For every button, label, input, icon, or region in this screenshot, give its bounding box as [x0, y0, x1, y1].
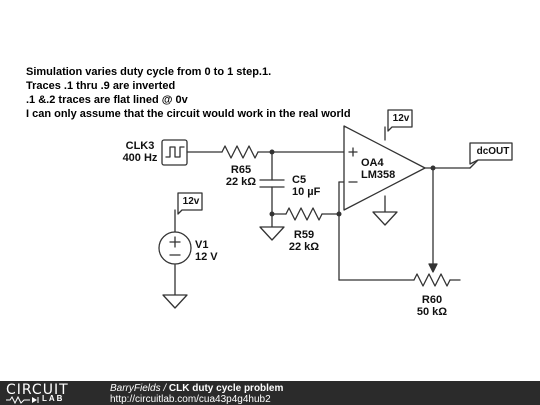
description-line-1: Simulation varies duty cycle from 0 to 1… [26, 66, 272, 78]
junction-dots [269, 149, 436, 217]
r59-value: 22 kΩ [288, 241, 320, 253]
c5-capacitor-symbol [259, 179, 285, 188]
description-line-4: I can only assume that the circuit would… [26, 108, 351, 120]
footer-title-line: BarryFields / CLK duty cycle problem [110, 383, 283, 394]
opamp-part: LM358 [361, 169, 396, 181]
r60-wiper-arrow [428, 263, 438, 273]
circuitlab-logo[interactable]: CIRCUIT LAB [6, 382, 96, 404]
ground-c5-symbol [259, 226, 285, 241]
r60-potentiometer-symbol [413, 273, 451, 287]
description-line-3: .1 &.2 traces are flat lined @ 0v [26, 94, 188, 106]
logo-text-circuit: CIRCUIT [6, 382, 69, 398]
clk3-name: CLK3 [125, 140, 155, 152]
r60-name: R60 [421, 294, 443, 306]
r65-label: R65 22 kΩ [216, 164, 266, 188]
net-12v-opamp-flag [387, 109, 413, 132]
wires [174, 126, 479, 296]
footer-author[interactable]: BarryFields [110, 383, 161, 394]
net-12v-v1-text: 12v [182, 196, 200, 207]
clk3-label: CLK3 400 Hz [118, 140, 162, 164]
footer-title: CLK duty cycle problem [168, 383, 284, 394]
v1-voltage-source-symbol [158, 231, 192, 265]
footer-bar: CIRCUIT LAB BarryFields / CLK duty cycle… [0, 381, 540, 405]
v1-label: V1 12 V [195, 239, 218, 263]
logo-waveform-icon [6, 396, 39, 404]
v1-name: V1 [195, 239, 209, 251]
ground-v1-symbol [162, 294, 188, 309]
r65-name: R65 [230, 164, 252, 176]
r59-label: R59 22 kΩ [282, 229, 326, 253]
description-line-2: Traces .1 thru .9 are inverted [26, 80, 176, 92]
r59-name: R59 [293, 229, 315, 241]
net-dcout-flag [469, 142, 513, 165]
opamp-symbol [343, 125, 426, 211]
footer-url-link[interactable]: http://circuitlab.com/cua43p4g4hub2 [110, 394, 271, 405]
schematic-canvas [158, 109, 513, 309]
net-12v-v1-flag [177, 192, 203, 215]
net-dcout-text: dcOUT [476, 146, 510, 157]
opamp-name: OA4 [361, 157, 384, 169]
r60-value: 50 kΩ [416, 306, 448, 318]
footer-separator: / [160, 383, 169, 394]
ground-opamp-symbol [372, 211, 398, 226]
r59-resistor-symbol [285, 207, 323, 221]
logo-text-lab: LAB [42, 394, 65, 403]
r65-resistor-symbol [221, 145, 259, 159]
c5-value: 10 µF [292, 186, 321, 198]
c5-label: C5 10 µF [292, 174, 320, 198]
clock-source-symbol [161, 139, 188, 166]
r65-value: 22 kΩ [225, 176, 257, 188]
clk3-value: 400 Hz [122, 152, 158, 164]
r60-label: R60 50 kΩ [410, 294, 454, 318]
c5-name: C5 [292, 174, 307, 186]
net-12v-opamp-text: 12v [392, 113, 410, 124]
opamp-label: OA4 LM358 [361, 157, 395, 181]
v1-value: 12 V [195, 251, 218, 263]
